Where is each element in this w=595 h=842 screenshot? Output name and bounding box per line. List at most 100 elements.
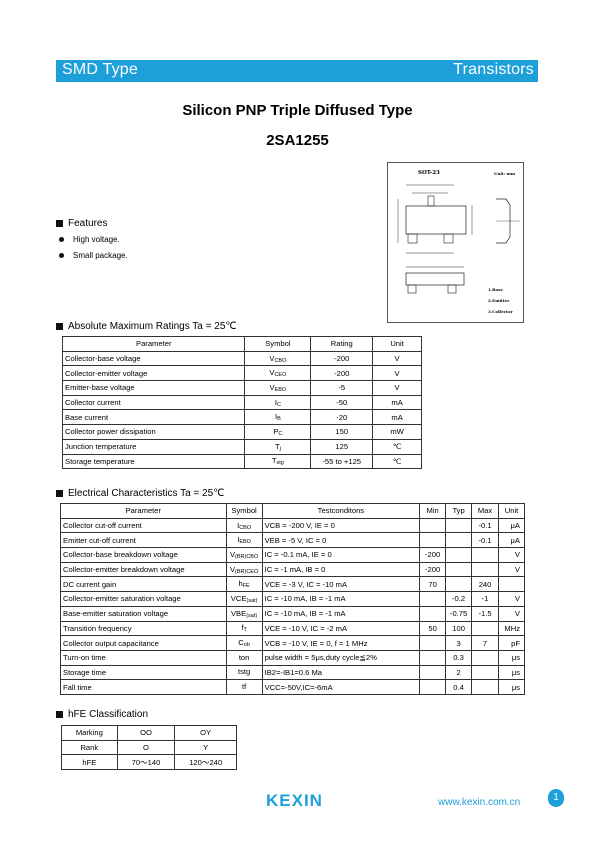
features-heading-text: Features xyxy=(68,218,108,229)
symbol-cell: fT xyxy=(225,620,263,637)
section-square-icon xyxy=(56,711,63,718)
typ-cell: -0.2 xyxy=(445,591,473,607)
feature-text: Small package. xyxy=(73,251,128,260)
max-cell: -1 xyxy=(471,591,499,607)
symbol-subscript: j xyxy=(279,445,281,452)
typ-cell xyxy=(445,576,473,593)
param-cell: Collector-emitter saturation voltage xyxy=(60,591,227,607)
value-cell: 70〜140 xyxy=(116,754,176,771)
unit-cell: μA xyxy=(497,532,526,549)
param-cell: Turn-on time xyxy=(60,649,227,666)
param-cell: Junction temperature xyxy=(61,438,246,455)
col-header: Parameter xyxy=(60,503,227,519)
symbol-cell: PC xyxy=(244,424,312,440)
symbol-base: C xyxy=(238,638,244,648)
symbol-base: VBE xyxy=(230,608,247,618)
condition-cell: IC = -0.1 mA, IE = 0 xyxy=(261,547,421,563)
param-cell: Transition frequency xyxy=(60,620,227,637)
symbol-cell: V(BR)CBO xyxy=(225,547,263,563)
symbol-subscript: ob xyxy=(243,642,250,649)
min-cell xyxy=(419,664,447,681)
elec-heading-text: Electrical Characteristics Ta = 25℃ xyxy=(68,488,225,499)
symbol-cell: VCEO xyxy=(244,365,312,382)
symbol-cell: IB xyxy=(244,409,312,426)
symbol-cell: VCBO xyxy=(244,350,312,367)
pin-label-3: 3.Collector xyxy=(488,309,514,314)
symbol-base: ton xyxy=(238,652,250,662)
symbol-subscript: T xyxy=(243,627,247,634)
param-cell: Collector cut-off current xyxy=(60,517,227,534)
rating-cell: -5 xyxy=(310,380,374,396)
min-cell: 50 xyxy=(419,620,447,637)
page-number-badge: 1 xyxy=(548,789,564,807)
col-header: Unit xyxy=(497,503,526,519)
param-cell: Fall time xyxy=(60,679,227,695)
rating-cell: -20 xyxy=(310,409,374,426)
symbol-base: T xyxy=(271,456,277,466)
col-header: Unit xyxy=(372,336,422,352)
unit-cell: μs xyxy=(497,679,526,695)
header-type: SMD Type xyxy=(62,61,138,78)
condition-cell: IC = -1 mA, IB = 0 xyxy=(261,561,421,578)
col-header: Parameter xyxy=(61,336,246,352)
condition-cell: pulse width = 5μs,duty cycle≦2% xyxy=(261,649,421,666)
condition-cell: VCE = -3 V, IC = -10 mA xyxy=(261,576,421,593)
param-cell: Base current xyxy=(61,409,246,426)
unit-cell: μs xyxy=(497,664,526,681)
symbol-base: h xyxy=(238,579,243,589)
param-cell: Emitter-base voltage xyxy=(61,380,246,396)
package-drawing: SOT-23 Unit: mm 1.Base 2.Emitter 3.Colle… xyxy=(387,162,524,323)
abs-heading-text: Absolute Maximum Ratings Ta = 25℃ xyxy=(68,321,237,332)
rating-cell: 150 xyxy=(310,424,374,440)
footer-url[interactable]: www.kexin.com.cn xyxy=(438,797,521,808)
min-cell xyxy=(419,605,447,622)
bullet-icon xyxy=(59,237,64,242)
max-cell xyxy=(471,547,499,563)
rating-cell: -55 to +125 xyxy=(310,453,374,470)
col-header: Min xyxy=(419,503,447,519)
min-cell xyxy=(419,591,447,607)
symbol-subscript: EBO xyxy=(239,539,251,546)
col-header: Symbol xyxy=(244,336,312,352)
abs-ratings-table: Parameter Symbol Rating Unit Collector-b… xyxy=(61,336,422,470)
section-square-icon xyxy=(56,220,63,227)
feature-text: High voltage. xyxy=(73,235,120,244)
table-header-row: Parameter Symbol Testconditons Min Typ M… xyxy=(60,503,526,519)
symbol-base: VCE xyxy=(230,593,247,603)
document-title: Silicon PNP Triple Diffused Type xyxy=(182,102,413,119)
typ-cell: 0.4 xyxy=(445,679,473,695)
typ-cell xyxy=(445,561,473,578)
unit-cell: μs xyxy=(497,649,526,666)
param-cell: DC current gain xyxy=(60,576,227,593)
symbol-cell: ICBO xyxy=(225,517,263,534)
symbol-subscript: CBO xyxy=(239,524,252,531)
col-header: Rating xyxy=(310,336,374,352)
max-cell: -1.5 xyxy=(471,605,499,622)
max-cell: -0.1 xyxy=(471,532,499,549)
symbol-cell: hFE xyxy=(225,576,263,593)
param-cell: Collector-base voltage xyxy=(61,350,246,367)
symbol-subscript: EBO xyxy=(274,386,287,393)
param-cell: Collector output capacitance xyxy=(60,635,227,651)
symbol-subscript: C xyxy=(276,401,281,408)
symbol-base: I xyxy=(237,535,240,545)
unit-cell: MHz xyxy=(497,620,526,637)
condition-cell: IB2=-IB1=0.6 Ma xyxy=(261,664,421,681)
typ-cell xyxy=(445,532,473,549)
abs-heading: Absolute Maximum Ratings Ta = 25℃ xyxy=(56,321,237,332)
unit-cell: mA xyxy=(372,409,422,426)
min-cell xyxy=(419,679,447,695)
unit-cell: V xyxy=(497,605,526,622)
condition-cell: VCE = -10 V, IC = -2 mA xyxy=(261,620,421,637)
symbol-base: V xyxy=(269,368,275,378)
typ-cell: 3 xyxy=(445,635,473,651)
unit-cell: V xyxy=(497,591,526,607)
